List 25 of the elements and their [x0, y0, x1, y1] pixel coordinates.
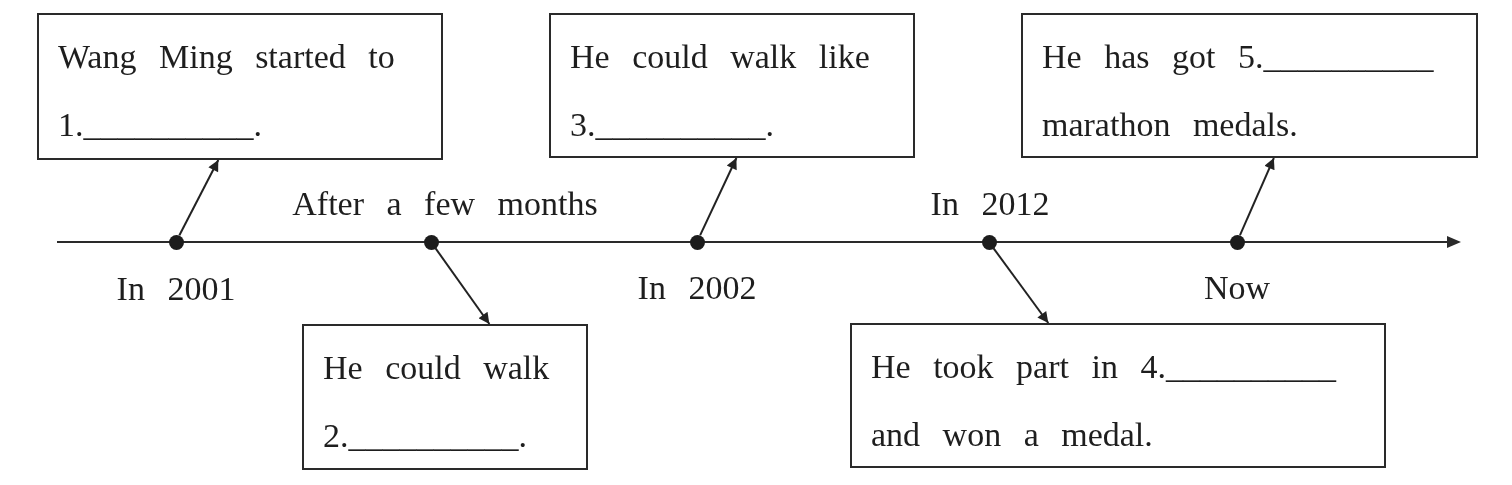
fill-in-line: __________	[1165, 348, 1336, 385]
arrow	[178, 159, 220, 237]
fill-in-line: __________	[348, 417, 519, 454]
text-box	[549, 13, 915, 158]
question-text: He has got 5.__________ marathon medals.	[1042, 37, 1435, 145]
arrow	[992, 247, 1050, 324]
question-text: He could walk like 3.__________.	[570, 37, 871, 145]
time-label: In 2012	[930, 187, 1050, 221]
arrow	[1239, 157, 1275, 237]
question-text: Wang Ming started to 1.__________.	[58, 37, 396, 145]
text-box	[1021, 13, 1478, 158]
time-label: After a few months	[292, 187, 598, 221]
text-box	[302, 324, 588, 470]
arrow	[434, 247, 491, 325]
time-label: In 2002	[637, 271, 757, 305]
fill-in-line: __________	[595, 106, 766, 143]
arrow	[699, 157, 738, 237]
fill-in-line: __________	[1263, 38, 1434, 75]
question-text: He could walk 2.__________.	[323, 348, 551, 456]
fill-in-line: __________	[83, 106, 254, 143]
question-text: He took part in 4.__________ and won a medal.	[871, 347, 1338, 455]
text-box	[850, 323, 1386, 468]
time-label: Now	[1203, 271, 1271, 305]
time-label: In 2001	[116, 272, 236, 306]
text-box	[37, 13, 443, 160]
